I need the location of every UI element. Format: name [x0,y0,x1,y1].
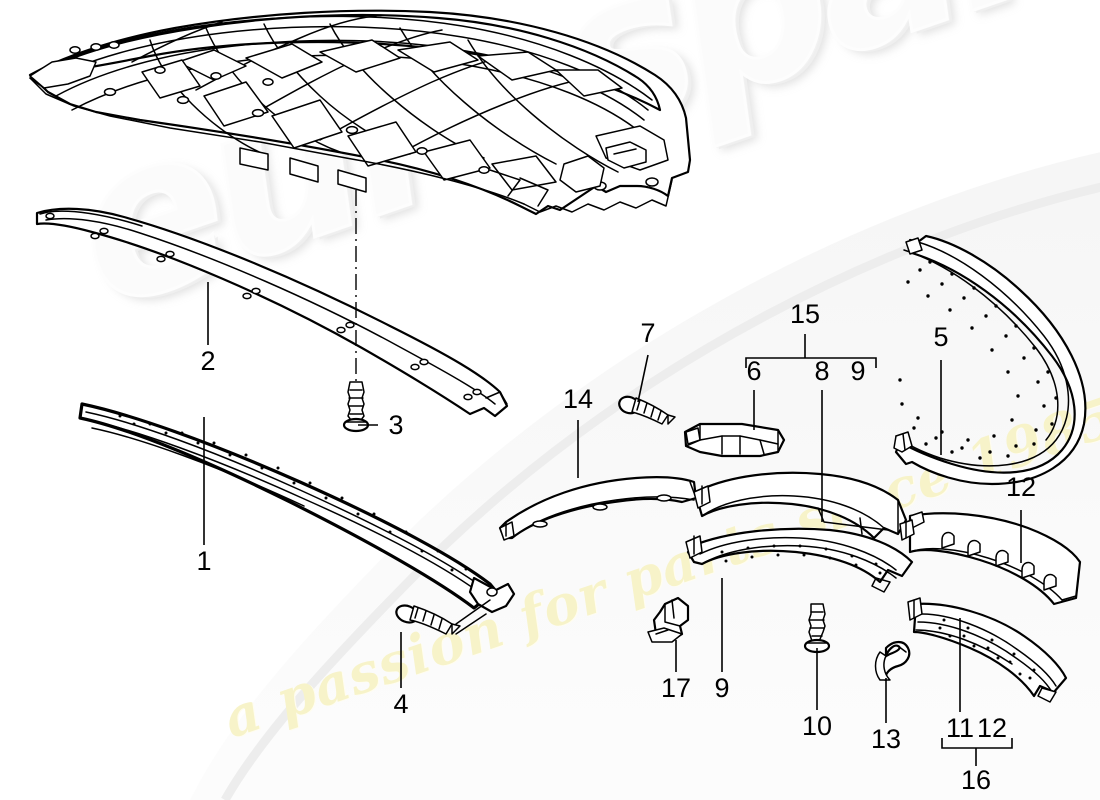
part-roof-frame-assembly [28,9,692,216]
part-14-intermediate-bow [498,476,698,541]
callout-9-top: 9 [850,356,865,386]
callout-6: 6 [746,356,761,386]
callout-10: 10 [802,711,832,741]
callout-1: 1 [196,546,211,576]
part-1-front-seal-strip [78,402,516,614]
part-4-screw [395,599,491,635]
callout-13: 13 [871,724,901,754]
part-9-rear-bow-seal-rail [685,527,914,593]
callout-4: 4 [393,689,408,719]
part-2-front-bow-rail [35,207,509,418]
callout-9-bottom: 9 [714,673,729,703]
part-8-rear-bow-profile [693,471,908,540]
part-7-screw [618,395,676,425]
callout-2: 2 [200,346,215,376]
callout-12-bottom: 12 [977,713,1007,743]
part-3-screw [342,381,370,433]
callout-17: 17 [661,673,691,703]
callout-16: 16 [961,765,991,795]
callout-8: 8 [814,356,829,386]
callout-leaders [203,282,1022,766]
part-13-spring-clip [874,640,911,682]
callout-numbers: 1 2 3 4 5 6 7 8 9 9 10 11 12 12 13 14 15… [196,299,1036,795]
part-5-foam-edge-seal [893,234,1087,486]
callout-3: 3 [388,410,403,440]
part-10-screw [803,603,831,654]
bracket-15 [745,357,877,368]
bracket-16 [941,738,1013,749]
callout-7: 7 [640,318,655,348]
part-17-mounting-clip [647,596,690,643]
callout-5: 5 [933,322,948,352]
part-6-locating-bracket [683,422,786,458]
callout-11: 11 [946,713,974,743]
callout-15: 15 [790,299,820,329]
callout-12-right: 12 [1006,472,1036,502]
callout-14: 14 [563,384,593,414]
part-12-side-retaining-rail [899,511,1082,606]
part-11-side-seal-rail [907,597,1068,703]
